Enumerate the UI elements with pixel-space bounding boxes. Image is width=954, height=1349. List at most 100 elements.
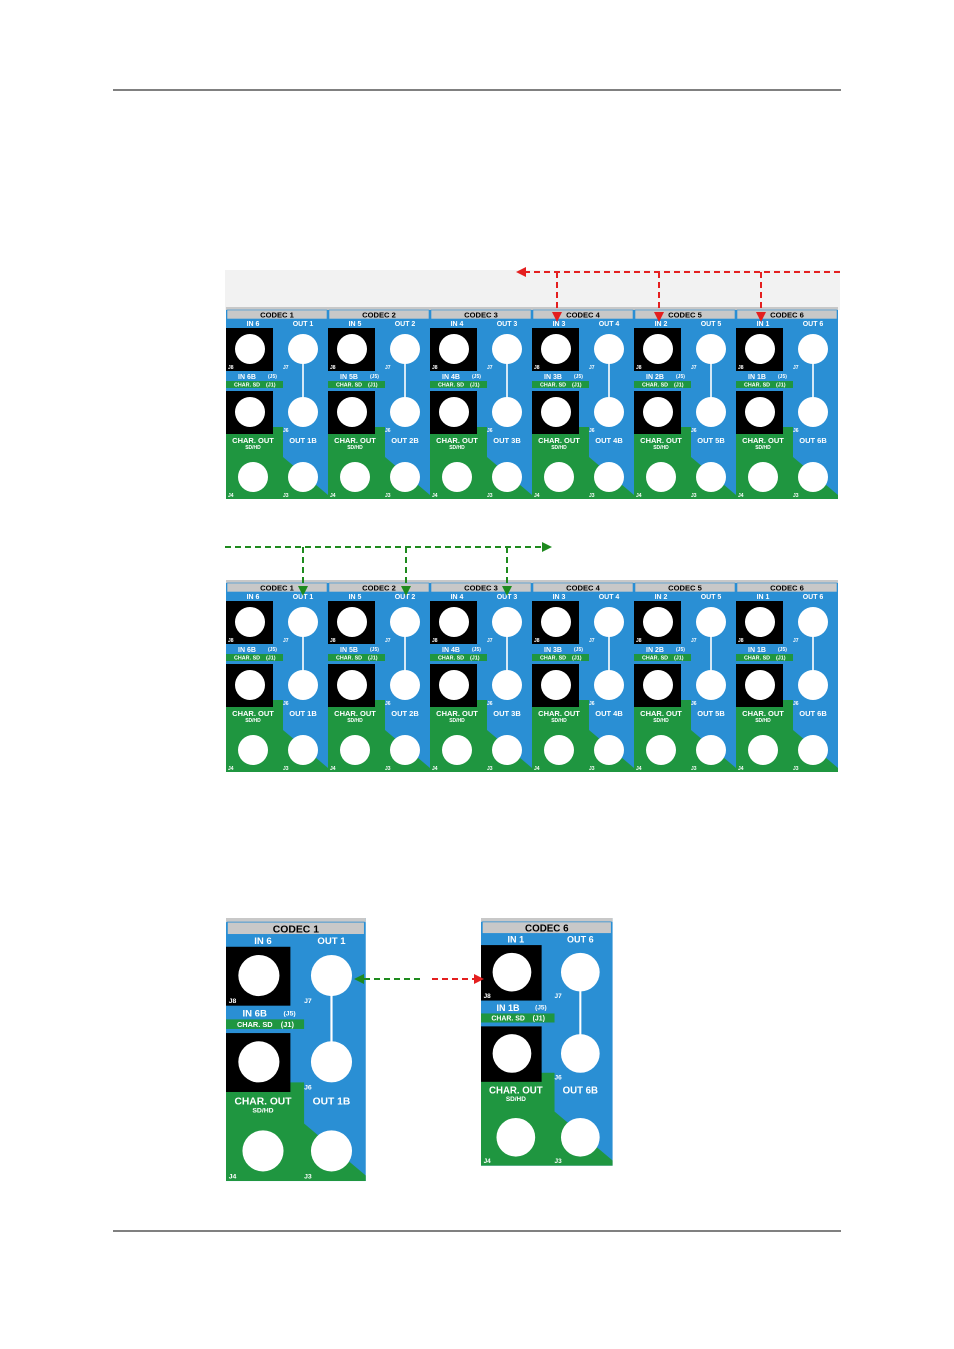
codec-title: CODEC 1 bbox=[260, 311, 295, 320]
char-sd-label: CHAR. SD bbox=[237, 1020, 273, 1029]
jack-j6-label: J6 bbox=[691, 428, 697, 434]
input-b-label: IN 2B bbox=[646, 374, 664, 381]
sdhd-label: SD/HD bbox=[653, 445, 669, 451]
char-out-socket-hole bbox=[238, 735, 268, 765]
sdhd-label: SD/HD bbox=[551, 445, 567, 451]
j1-label: (J1) bbox=[470, 656, 480, 662]
j5-label: (J5) bbox=[574, 374, 583, 380]
output-label: OUT 4 bbox=[599, 594, 620, 601]
output-socket-hole bbox=[798, 607, 828, 637]
jack-j8-label: J8 bbox=[330, 638, 336, 644]
panel-header-strip bbox=[226, 307, 328, 310]
input-b-socket-hole bbox=[439, 670, 469, 700]
j5-label: (J5) bbox=[472, 374, 481, 380]
char-out-socket-hole bbox=[646, 462, 676, 492]
output-label: OUT 1 bbox=[293, 321, 314, 328]
char-out-socket-hole bbox=[442, 462, 472, 492]
char-out-label: CHAR. OUT bbox=[742, 709, 784, 718]
panel-header-strip bbox=[226, 918, 366, 923]
panel-header bbox=[481, 921, 612, 934]
jack-j8-label: J8 bbox=[432, 638, 438, 644]
char-out-socket-hole bbox=[340, 735, 370, 765]
sdhd-label: SD/HD bbox=[245, 445, 261, 451]
output-socket-hole bbox=[310, 954, 353, 997]
jack-j6-label: J6 bbox=[487, 701, 493, 707]
char-sd-band bbox=[226, 654, 283, 661]
j5-label: (J5) bbox=[676, 647, 685, 653]
jack-j3-label: J3 bbox=[793, 493, 799, 499]
input-b-socket-hole bbox=[235, 397, 265, 427]
jack-j4-label: J4 bbox=[484, 1158, 492, 1165]
output-socket-hole bbox=[492, 607, 522, 637]
char-out-socket-hole bbox=[340, 462, 370, 492]
input-b-label: IN 5B bbox=[340, 647, 358, 654]
output-3-socket-hole bbox=[560, 1117, 600, 1157]
jack-j4-label: J4 bbox=[636, 766, 642, 772]
input-label: IN 5 bbox=[349, 594, 362, 601]
codec-title: CODEC 3 bbox=[464, 311, 498, 320]
input-socket-hole bbox=[337, 334, 367, 364]
char-sd-label: CHAR. SD bbox=[540, 656, 566, 662]
jack-j4-label: J4 bbox=[228, 766, 234, 772]
char-out-label: CHAR. OUT bbox=[334, 709, 376, 718]
output-3-socket-hole bbox=[696, 462, 726, 492]
char-out-label: CHAR. OUT bbox=[232, 436, 274, 445]
j5-label: (J5) bbox=[284, 1010, 296, 1017]
output-b-label: OUT 3B bbox=[493, 709, 521, 718]
sdhd-label: SD/HD bbox=[449, 445, 465, 451]
output-b-label: OUT 1B bbox=[313, 1096, 351, 1107]
output-b-socket-hole bbox=[560, 1034, 600, 1073]
j5-label: (J5) bbox=[676, 374, 685, 380]
j1-label: (J1) bbox=[266, 383, 276, 389]
input-label: IN 1 bbox=[757, 594, 770, 601]
output-3-socket-hole bbox=[390, 462, 420, 492]
codec-title: CODEC 5 bbox=[668, 584, 703, 593]
output-b-label: OUT 6B bbox=[563, 1085, 598, 1096]
jack-j3-label: J3 bbox=[283, 493, 289, 499]
input-socket-hole bbox=[235, 334, 265, 364]
j1-label: (J1) bbox=[368, 383, 378, 389]
j1-label: (J1) bbox=[533, 1016, 545, 1023]
jack-j6-label: J6 bbox=[793, 428, 799, 434]
j5-label: (J5) bbox=[535, 1005, 546, 1012]
jack-j4-label: J4 bbox=[432, 493, 438, 499]
output-label: OUT 6 bbox=[803, 594, 824, 601]
output-b-label: OUT 2B bbox=[391, 436, 419, 445]
char-out-socket-hole bbox=[748, 735, 778, 765]
char-sd-band bbox=[226, 1019, 305, 1029]
panel-header-strip bbox=[634, 307, 736, 310]
char-sd-label: CHAR. SD bbox=[234, 383, 260, 389]
output-b-label: OUT 6B bbox=[799, 709, 827, 718]
j1-label: (J1) bbox=[572, 656, 582, 662]
output-3-socket-hole bbox=[492, 462, 522, 492]
jack-j8-label: J8 bbox=[228, 638, 234, 644]
char-out-socket-hole bbox=[544, 735, 574, 765]
jack-j3-label: J3 bbox=[793, 766, 799, 772]
input-b-socket-hole bbox=[643, 397, 673, 427]
char-sd-label: CHAR. SD bbox=[642, 383, 668, 389]
panel-header bbox=[634, 309, 736, 320]
j1-label: (J1) bbox=[572, 383, 582, 389]
jack-j7-label: J7 bbox=[487, 365, 493, 371]
char-out-socket-hole bbox=[646, 735, 676, 765]
jack-j4-label: J4 bbox=[432, 766, 438, 772]
j5-label: (J5) bbox=[778, 647, 787, 653]
char-out-label: CHAR. OUT bbox=[742, 436, 784, 445]
char-out-socket-hole bbox=[238, 462, 268, 492]
input-socket-hole bbox=[541, 607, 571, 637]
codec-title: CODEC 1 bbox=[273, 925, 319, 936]
input-b-label: IN 3B bbox=[544, 374, 562, 381]
input-b-label: IN 3B bbox=[544, 647, 562, 654]
sdhd-label: SD/HD bbox=[449, 718, 465, 724]
output-b-socket-hole bbox=[798, 397, 828, 427]
j5-label: (J5) bbox=[370, 374, 379, 380]
char-out-label: CHAR. OUT bbox=[538, 709, 580, 718]
output-3-socket-hole bbox=[390, 735, 420, 765]
panel-header bbox=[226, 309, 328, 320]
